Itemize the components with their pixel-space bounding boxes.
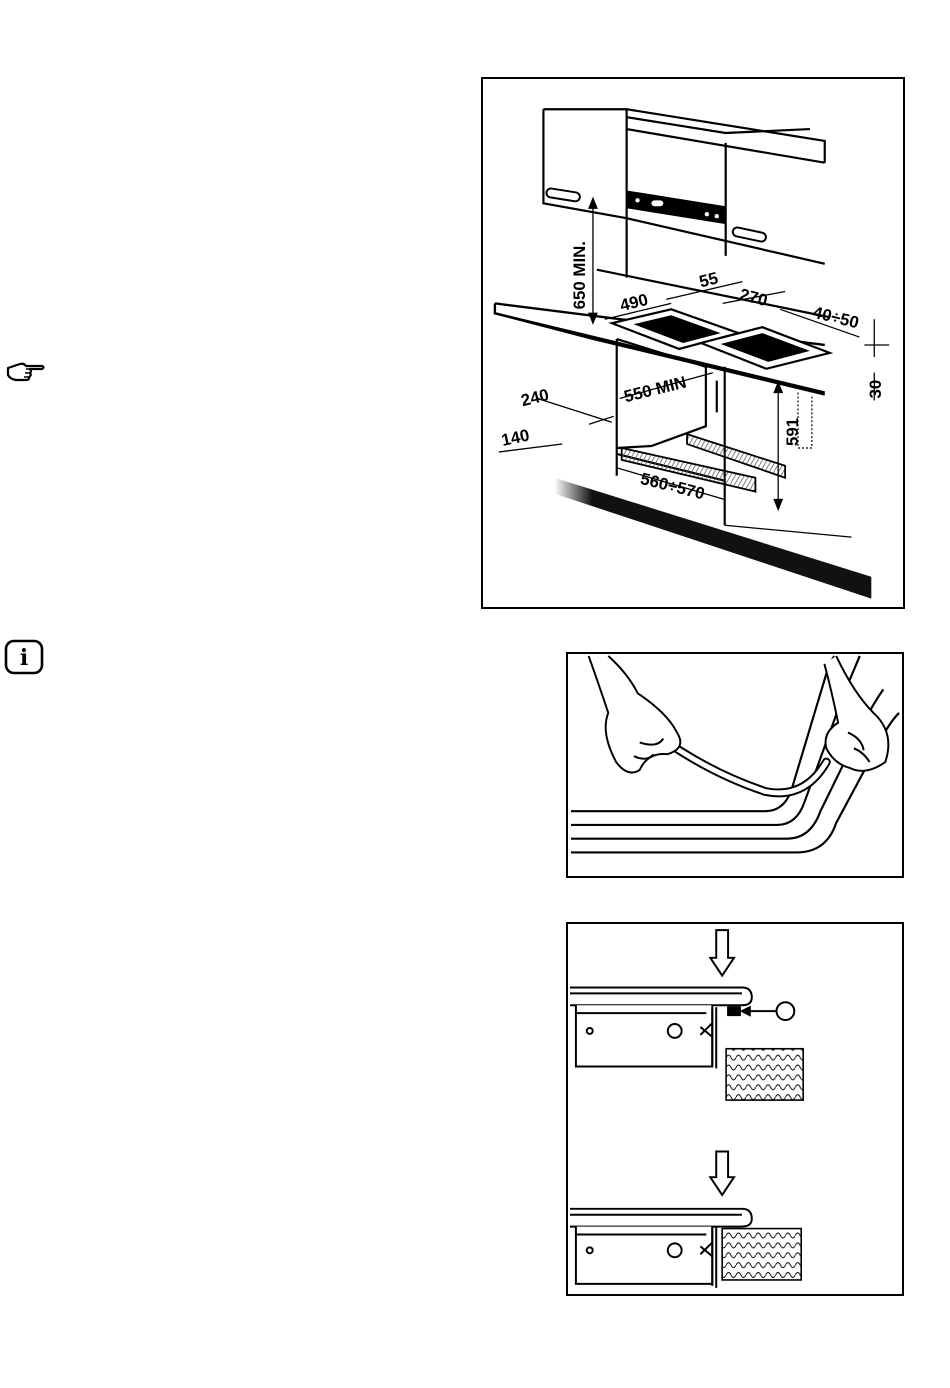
dim-40-50: 40÷50 bbox=[811, 303, 861, 333]
dim-240: 240 bbox=[519, 385, 551, 410]
down-arrow-icon bbox=[710, 1151, 734, 1194]
seal-fitting-figure bbox=[566, 652, 904, 878]
worktop-wood-after bbox=[722, 1229, 801, 1280]
worktop-wood-before bbox=[726, 1049, 803, 1100]
dim-270: 270 bbox=[738, 285, 770, 310]
dim-550-min: 550 MIN bbox=[622, 372, 688, 406]
left-hand bbox=[589, 656, 681, 773]
hood-mounting-rail bbox=[627, 190, 726, 224]
info-icon: i bbox=[4, 639, 44, 675]
right-cabinet-handle bbox=[732, 227, 767, 243]
dim-30: 30 bbox=[866, 380, 885, 399]
seal-fitting-drawing bbox=[568, 654, 902, 876]
info-glyph: i bbox=[20, 645, 28, 671]
right-hand bbox=[824, 656, 888, 771]
installation-dimensions-drawing: 650 MIN. 55 490 270 40÷50 30 550 MIN 240… bbox=[483, 79, 903, 607]
left-cabinet-handle bbox=[546, 188, 581, 202]
hob-fixing-figure bbox=[566, 922, 904, 1296]
pointing-hand-icon bbox=[6, 358, 46, 384]
dim-490: 490 bbox=[618, 290, 650, 315]
hob-fixing-drawing bbox=[568, 924, 902, 1294]
down-arrow-icon bbox=[710, 930, 734, 975]
dim-650-min: 650 MIN. bbox=[570, 241, 589, 309]
hob-cutouts bbox=[612, 309, 830, 368]
dim-591: 591 bbox=[783, 418, 802, 446]
dim-140: 140 bbox=[500, 426, 531, 450]
installation-dimensions-figure: 650 MIN. 55 490 270 40÷50 30 550 MIN 240… bbox=[481, 77, 905, 609]
